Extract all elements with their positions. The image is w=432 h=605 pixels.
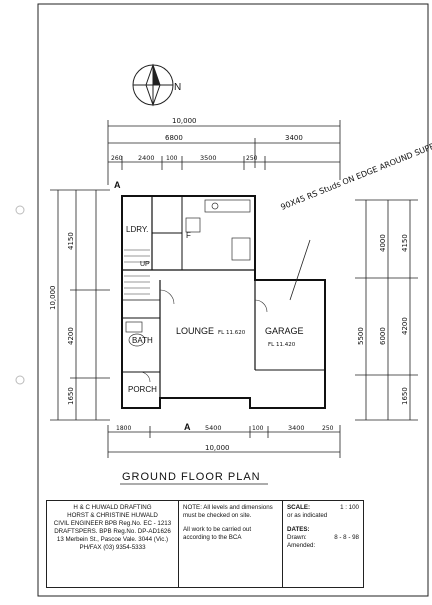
stair-up-label: UP — [140, 261, 150, 268]
left-dimensions — [50, 189, 110, 421]
firm-address: 13 Merbein St., Pascoe Vale. 3044 (Vic.) — [56, 536, 169, 543]
dim-right-4150: 4150 — [401, 234, 409, 252]
kitchen-fittings — [185, 199, 251, 261]
drawn-label: Drawn: — [287, 534, 307, 541]
dim-right-6000: 6000 — [379, 327, 387, 345]
dim-top-right: 3400 — [285, 134, 303, 142]
dim-right-4000: 4000 — [379, 234, 387, 252]
bath-fixtures — [125, 321, 146, 347]
dim-bottom-250: 250 — [322, 425, 334, 432]
north-arrow-icon — [132, 63, 174, 107]
binder-hole-bottom — [15, 375, 25, 385]
right-dimensions — [355, 199, 418, 421]
dim-left-4150: 4150 — [67, 232, 75, 250]
draftspers-registration: DRAFTSPERS. BPB Reg.No. DP-AD1626 — [54, 528, 171, 535]
dim-sub-3500: 3500 — [200, 154, 217, 162]
building-walls — [121, 195, 326, 409]
door-swings — [139, 289, 268, 383]
room-label-porch: PORCH — [128, 385, 157, 394]
note-levels: NOTE: All levels and dimensions must be … — [183, 504, 273, 519]
title-block: H & C HUWALD DRAFTING HORST & CHRISTINE … — [46, 500, 364, 588]
dim-bottom-3400: 3400 — [288, 424, 305, 432]
room-label-bath: BATH — [132, 336, 153, 345]
title-block-firm: H & C HUWALD DRAFTING HORST & CHRISTINE … — [47, 501, 179, 587]
dim-sub-100: 100 — [166, 155, 178, 162]
dim-top-overall: 10,000 — [172, 117, 197, 125]
garage-floor-level: FL 11.420 — [268, 342, 296, 348]
dim-right-1650: 1650 — [401, 387, 409, 405]
dim-bottom-overall: 10,000 — [205, 444, 230, 452]
title-block-scale-dates: SCALE: 1 : 100 or as indicated DATES: Dr… — [283, 501, 363, 587]
lounge-floor-level: FL 11.620 — [218, 330, 246, 336]
dim-right-5500: 5500 — [357, 327, 365, 345]
annotation-leader — [289, 239, 311, 301]
dim-left-overall: 10,000 — [49, 286, 57, 311]
engineer-registration: CIVIL ENGINEER BPB Reg.No. EC - 1213 — [53, 520, 172, 527]
firm-phone: PH/FAX (03) 9354-5333 — [79, 544, 146, 551]
scale-label: SCALE: — [287, 504, 311, 511]
note-work: All work to be carried out according to … — [183, 526, 252, 541]
top-dimensions — [107, 120, 341, 185]
stairs — [124, 249, 150, 295]
scale-note: or as indicated — [287, 512, 328, 519]
drawn-date: 8 - 8 - 98 — [334, 534, 359, 541]
section-mark-bottom: A — [184, 422, 191, 432]
bottom-dimensions — [107, 425, 341, 458]
binder-hole-top — [15, 205, 25, 215]
amended-label: Amended: — [287, 542, 316, 549]
plan-title: GROUND FLOOR PLAN — [122, 471, 261, 483]
dim-left-1650: 1650 — [67, 387, 75, 405]
dim-sub-2400: 2400 — [138, 154, 155, 162]
room-label-lounge: LOUNGE — [176, 326, 214, 336]
title-block-notes: NOTE: All levels and dimensions must be … — [179, 501, 283, 587]
dim-right-4200: 4200 — [401, 317, 409, 335]
room-label-garage: GARAGE — [265, 326, 304, 336]
room-label-kitchen: F — [186, 231, 191, 240]
dim-left-4200: 4200 — [67, 327, 75, 345]
scale-value: 1 : 100 — [340, 504, 359, 511]
dim-bottom-1800: 1800 — [116, 425, 131, 432]
sheet-border — [37, 3, 429, 597]
dim-bottom-5400: 5400 — [205, 424, 222, 432]
dim-bottom-100: 100 — [252, 425, 264, 432]
dates-label: DATES: — [287, 526, 310, 533]
firm-name: H & C HUWALD DRAFTING — [73, 504, 152, 511]
north-label: N — [174, 82, 181, 93]
dim-top-left: 6800 — [165, 134, 183, 142]
section-mark-top: A — [114, 180, 121, 190]
dim-sub-250: 250 — [246, 155, 258, 162]
firm-principals: HORST & CHRISTINE HUWALD — [67, 512, 158, 519]
dim-sub-260: 260 — [111, 155, 123, 162]
room-label-ldry: LDRY. — [126, 225, 148, 234]
